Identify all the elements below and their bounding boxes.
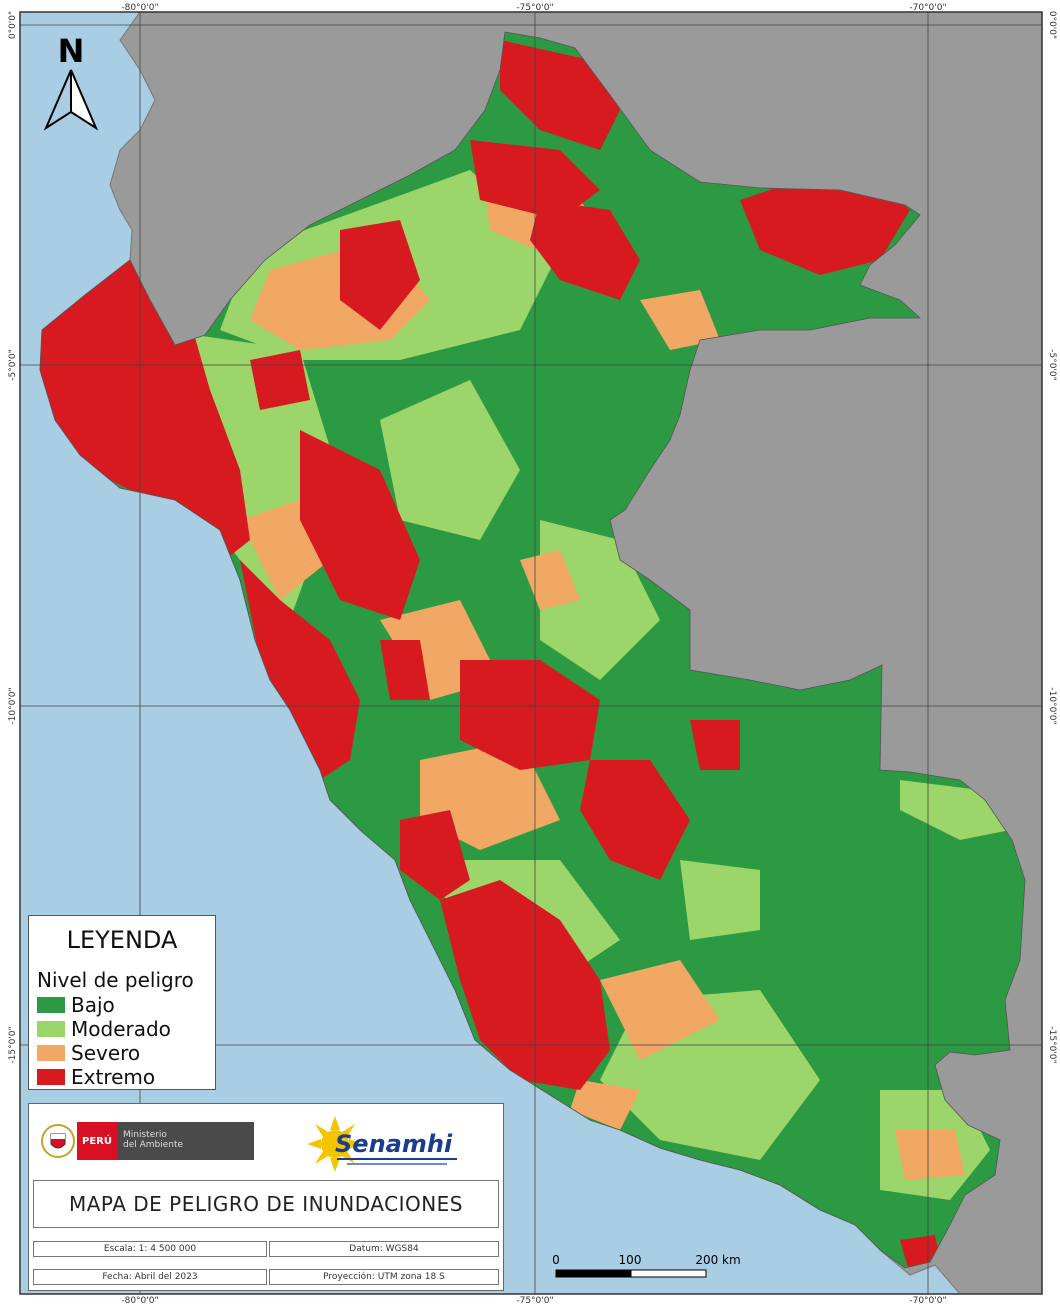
scale-cell: Escala: 1: 4 500 000 xyxy=(33,1241,267,1257)
legend-swatch xyxy=(37,1021,65,1037)
legend-item-moderado: Moderado xyxy=(37,1017,171,1041)
north-arrow-left xyxy=(43,69,72,131)
scale-label: 0 xyxy=(552,1253,560,1267)
zone-severo xyxy=(570,1080,640,1130)
legend-swatch xyxy=(37,1045,65,1061)
title-block: PERÚ Ministerio del Ambiente Senamhi MAP… xyxy=(28,1103,504,1291)
north-arrow-right xyxy=(70,69,99,131)
date-cell: Fecha: Abril del 2023 xyxy=(33,1269,267,1285)
left-tick-label: 0°0'0" xyxy=(8,11,18,39)
graticule-labels: -80°0'0" -75°0'0" -70°0'0" -80°0'0" -75°… xyxy=(8,3,1057,1306)
scale-label: 100 xyxy=(619,1253,642,1267)
zone-extremo xyxy=(400,810,470,900)
legend-subtitle: Nivel de peligro xyxy=(37,968,194,992)
bottom-tick-label: -70°0'0" xyxy=(909,1296,946,1305)
senamhi-logo: Senamhi xyxy=(307,1116,457,1172)
map-title: MAPA DE PELIGRO DE INUNDACIONES xyxy=(33,1180,499,1228)
right-tick-label: 0°0'0" xyxy=(1047,11,1057,39)
zone-moderado xyxy=(380,380,520,540)
legend-item-severo: Severo xyxy=(37,1041,140,1065)
ministry-name: Ministerio del Ambiente xyxy=(117,1122,254,1160)
zone-extremo xyxy=(440,880,610,1090)
map-border xyxy=(19,11,1043,1295)
zone-extremo xyxy=(690,720,740,770)
legend-swatch xyxy=(37,997,65,1013)
legend-title: LEYENDA xyxy=(66,926,178,954)
ministry-line1: Ministerio xyxy=(123,1130,167,1140)
zone-extremo xyxy=(240,560,360,780)
legend-item-extremo: Extremo xyxy=(37,1065,155,1089)
top-tick-label: -80°0'0" xyxy=(121,3,158,13)
zone-extremo xyxy=(380,640,430,700)
zone-extremo xyxy=(900,1235,940,1268)
zone-severo xyxy=(640,290,720,350)
right-tick-label: -5°0'0" xyxy=(1047,349,1057,381)
zone-extremo xyxy=(300,430,420,620)
north-arrow-icon: N xyxy=(43,32,99,131)
zone-extremo xyxy=(460,660,600,770)
zone-extremo xyxy=(530,200,640,300)
ministry-logo: PERÚ Ministerio del Ambiente xyxy=(39,1122,254,1160)
zone-extremo xyxy=(580,760,690,880)
legend-label: Severo xyxy=(71,1041,141,1065)
ministry-line2: del Ambiente xyxy=(123,1140,184,1150)
top-tick-label: -75°0'0" xyxy=(516,3,553,13)
peru-border xyxy=(39,31,1026,1269)
coat-of-arms-icon xyxy=(41,1124,75,1158)
legend-label: Bajo xyxy=(71,993,115,1017)
bottom-tick-label: -80°0'0" xyxy=(121,1296,158,1305)
legend-swatch xyxy=(37,1069,65,1085)
zone-extremo xyxy=(250,350,310,410)
scale-segment-white xyxy=(630,1269,707,1278)
legend-item-bajo: Bajo xyxy=(37,993,115,1017)
zone-moderado xyxy=(680,860,760,940)
bottom-tick-label: -75°0'0" xyxy=(516,1296,553,1305)
legend-label: Moderado xyxy=(71,1017,171,1041)
projection-cell: Proyección: UTM zona 18 S xyxy=(269,1269,499,1285)
legend-label: Extremo xyxy=(71,1065,156,1089)
scale-label: 200 km xyxy=(695,1253,740,1267)
peru-label: PERÚ xyxy=(77,1122,117,1160)
sun-icon xyxy=(307,1116,363,1172)
scale-segment-black xyxy=(555,1269,632,1278)
senamhi-wordmark: Senamhi xyxy=(335,1130,453,1158)
top-tick-label: -70°0'0" xyxy=(909,3,946,13)
zone-extremo xyxy=(740,180,910,275)
north-label: N xyxy=(58,32,85,70)
datum-cell: Datum: WGS84 xyxy=(269,1241,499,1257)
zone-severo xyxy=(600,960,720,1060)
zone-extremo xyxy=(340,220,420,330)
zone-severo xyxy=(895,1130,965,1180)
left-tick-label: -10°0'0" xyxy=(8,687,18,724)
right-tick-label: -15°0'0" xyxy=(1047,1026,1057,1063)
left-tick-label: -5°0'0" xyxy=(8,349,18,381)
right-tick-label: -10°0'0" xyxy=(1047,687,1057,724)
scale-bar: 0 100 200 km xyxy=(552,1253,741,1278)
legend: LEYENDA Nivel de peligro Bajo Moderado S… xyxy=(28,915,216,1090)
left-tick-label: -15°0'0" xyxy=(8,1026,18,1063)
